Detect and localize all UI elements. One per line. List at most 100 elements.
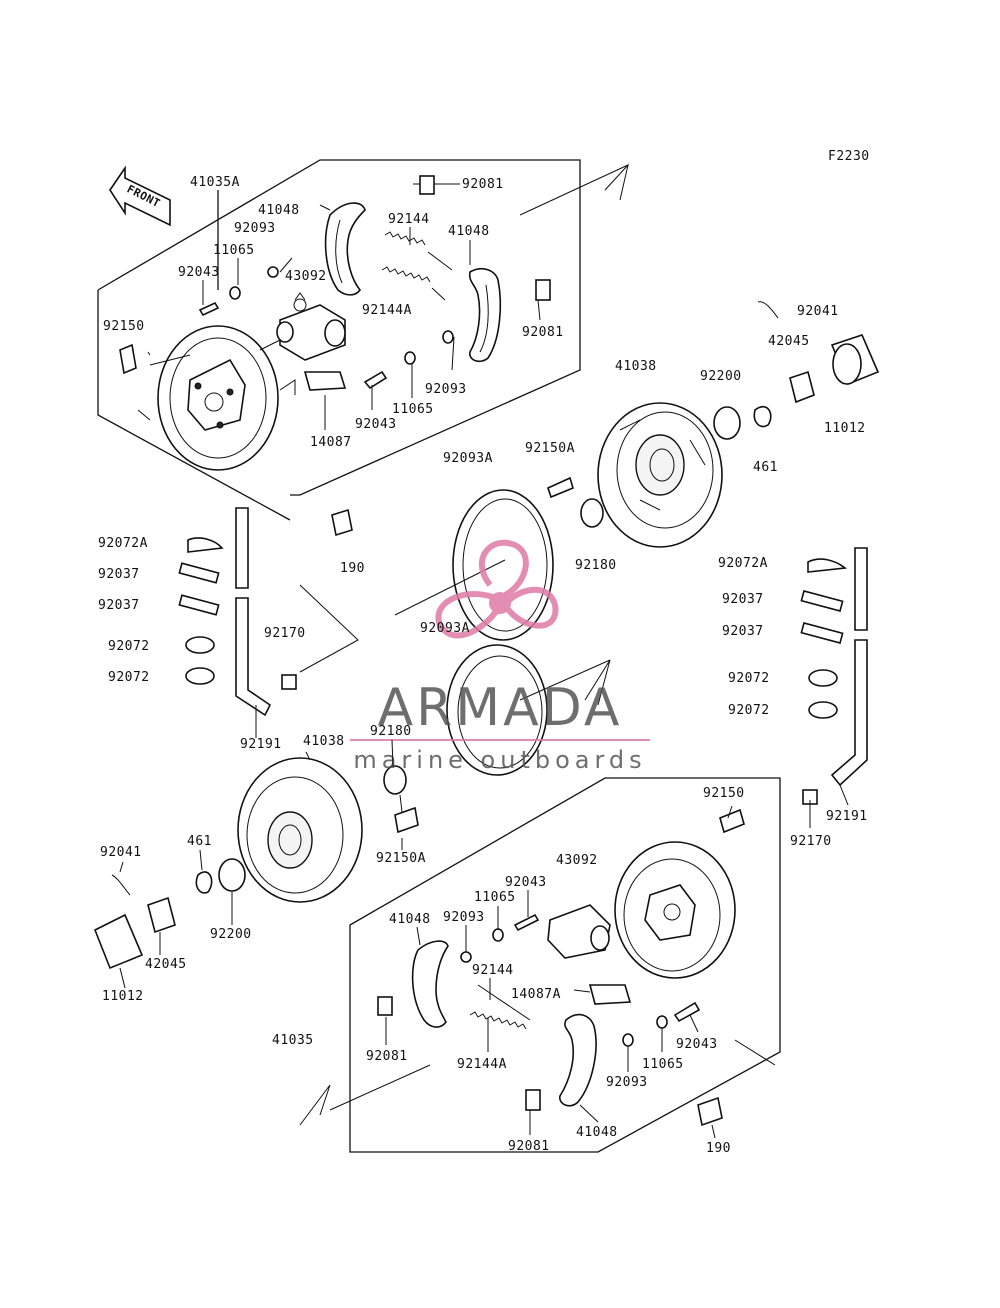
shoe-clip-upper bbox=[419, 175, 435, 195]
part-label: 92043 bbox=[178, 265, 220, 280]
part-label: 92191 bbox=[240, 737, 282, 752]
part-label: 92043 bbox=[676, 1037, 718, 1052]
wheel-cylinder bbox=[276, 292, 346, 361]
brake-drum-seal-92093A-upper bbox=[452, 489, 554, 641]
washer-11065-lower-a bbox=[492, 928, 504, 942]
clamp-92072-right-b bbox=[808, 701, 838, 719]
return-spring-lower-b bbox=[477, 984, 531, 1021]
washer-92093-lower-b bbox=[622, 1033, 634, 1047]
brake-shoe-lower-right bbox=[559, 1013, 597, 1107]
bolt-92150A-lower bbox=[394, 806, 419, 834]
brake-hose-left bbox=[235, 507, 272, 717]
part-label: 92093 bbox=[234, 221, 276, 236]
nut-42045-lower bbox=[147, 896, 176, 934]
return-spring-lower bbox=[381, 266, 446, 301]
part-label: 92200 bbox=[210, 927, 252, 942]
shoe-clip-right bbox=[535, 279, 551, 301]
clamp-92072-left-a bbox=[185, 636, 215, 654]
part-label: 42045 bbox=[768, 334, 810, 349]
brake-shoe-lower-left bbox=[411, 940, 449, 1028]
part-label: 41038 bbox=[303, 734, 345, 749]
joint-92170-left bbox=[281, 674, 297, 690]
part-label: 92150A bbox=[525, 441, 575, 456]
part-label: 92072 bbox=[108, 670, 150, 685]
part-label: 92072A bbox=[98, 536, 148, 551]
right-brake-drum bbox=[597, 402, 723, 548]
part-label: 92043 bbox=[505, 875, 547, 890]
o-ring-92180-upper bbox=[580, 498, 604, 528]
part-label: 190 bbox=[340, 561, 365, 576]
part-label: 92072 bbox=[108, 639, 150, 654]
circlip-461-upper bbox=[753, 405, 772, 428]
sleeve-92037-left-a bbox=[178, 562, 220, 584]
part-label: 92150A bbox=[376, 851, 426, 866]
sleeve-92037-left-b bbox=[178, 594, 220, 616]
adjuster-14087 bbox=[303, 371, 347, 391]
part-label: 11065 bbox=[642, 1057, 684, 1072]
part-label: 92093A bbox=[420, 621, 470, 636]
part-label: 41035A bbox=[190, 175, 240, 190]
part-label: 92180 bbox=[575, 558, 617, 573]
part-label: 92144A bbox=[362, 303, 412, 318]
return-spring-upper bbox=[384, 231, 453, 271]
pin-92043-lower bbox=[363, 370, 388, 390]
watermark: ARMADA marine outboards bbox=[350, 539, 650, 774]
part-label: 92150 bbox=[703, 786, 745, 801]
washer-92093-lower bbox=[442, 330, 454, 344]
washer-92093-upper bbox=[267, 266, 279, 278]
figure-code: F2230 bbox=[828, 149, 870, 164]
part-label: 43092 bbox=[285, 269, 327, 284]
washer-92200-upper bbox=[713, 406, 741, 440]
part-label: 41048 bbox=[389, 912, 431, 927]
part-label: 92170 bbox=[264, 626, 306, 641]
cap-11012-upper-face bbox=[832, 343, 862, 385]
left-brake-drum bbox=[237, 757, 363, 903]
bleeder-190-lower bbox=[697, 1096, 723, 1127]
backing-plate bbox=[137, 325, 301, 471]
part-label: 42045 bbox=[145, 957, 187, 972]
washer-11065-lower bbox=[404, 351, 416, 365]
part-label: 41035 bbox=[272, 1033, 314, 1048]
part-label: 461 bbox=[753, 460, 778, 475]
part-label: 92081 bbox=[366, 1049, 408, 1064]
clamp-92072A-left bbox=[187, 537, 224, 553]
bolt-92150-upper bbox=[119, 343, 137, 375]
part-label: 92200 bbox=[700, 369, 742, 384]
o-ring-92180-lower bbox=[383, 765, 407, 795]
part-label: 92043 bbox=[355, 417, 397, 432]
part-label: 190 bbox=[706, 1141, 731, 1156]
pin-92043-lower-b bbox=[673, 1001, 701, 1023]
part-label: 92081 bbox=[522, 325, 564, 340]
part-label: 92037 bbox=[98, 567, 140, 582]
cap-11012-lower bbox=[93, 913, 144, 970]
part-label: 92081 bbox=[508, 1139, 550, 1154]
clamp-92072A-right bbox=[807, 558, 848, 573]
washer-92093-lower-a bbox=[460, 951, 472, 963]
part-label: 92144 bbox=[388, 212, 430, 227]
part-label: 461 bbox=[187, 834, 212, 849]
part-label: 92093 bbox=[443, 910, 485, 925]
part-label: 92191 bbox=[826, 809, 868, 824]
pin-92043-upper bbox=[198, 301, 220, 317]
part-label: 92093A bbox=[443, 451, 493, 466]
brake-drum-seal-92093A-lower bbox=[446, 644, 548, 776]
brake-hose-right bbox=[830, 547, 868, 787]
brake-shoe-left bbox=[324, 202, 366, 296]
watermark-tagline: marine outboards bbox=[353, 746, 646, 774]
cotter-pin-92041-lower bbox=[111, 874, 131, 896]
part-label: 92144A bbox=[457, 1057, 507, 1072]
clamp-92072-left-b bbox=[185, 667, 215, 685]
brake-shoe-right bbox=[468, 268, 502, 363]
bolt-92150-lower bbox=[719, 808, 745, 834]
upper-brake-assembly bbox=[97, 159, 629, 537]
wheel-cylinder-lower bbox=[547, 904, 611, 959]
part-label: 92037 bbox=[722, 592, 764, 607]
washer-11065-upper bbox=[229, 286, 241, 300]
part-label: 92093 bbox=[606, 1075, 648, 1090]
part-label: 92037 bbox=[722, 624, 764, 639]
watermark-brand: ARMADA bbox=[378, 678, 623, 738]
part-label: 92144 bbox=[472, 963, 514, 978]
part-label: 14087 bbox=[310, 435, 352, 450]
adjuster-14087A bbox=[588, 984, 632, 1005]
